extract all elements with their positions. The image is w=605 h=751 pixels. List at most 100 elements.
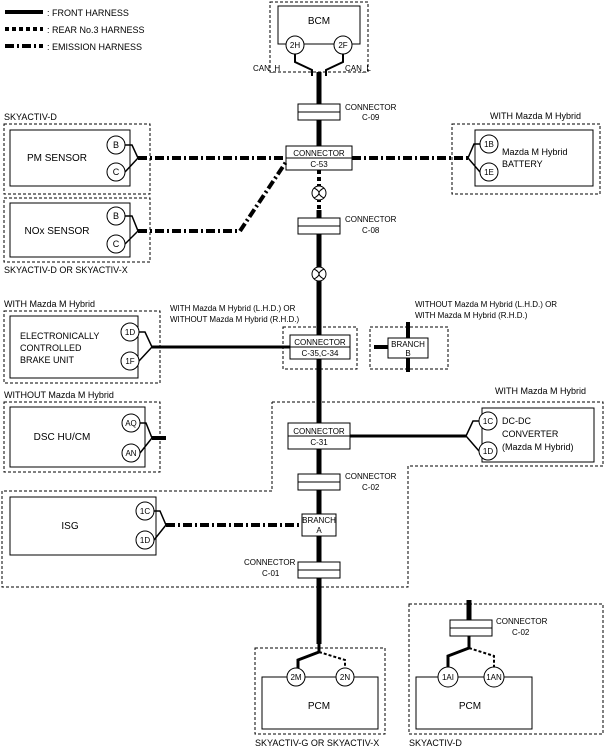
connector-c02-d-label: CONNECTOR [496,617,548,626]
bcm-pin-2f-label: 2F [338,41,347,50]
skyactiv-d-top-label: SKYACTIV-D [4,112,57,122]
branch-b-note-line2: WITH Mazda M Hybrid (R.H.D.) [415,311,528,320]
branch-a-id: A [316,526,322,535]
isg-group: ISG 1C 1D [9,496,302,556]
brake-pin-1f-label: 1F [125,357,134,366]
nox-sensor-group: NOx SENSOR B C SKYACTIV-D OR SKYACTIV-X [3,160,288,275]
connector-c01: CONNECTOR C-01 [244,558,341,579]
connector-c31-label: CONNECTOR [293,427,345,436]
dcdc-pin-1c-label: 1C [483,417,493,426]
connector-c02-id: C-02 [362,483,380,492]
with-hybrid-dcdc-label: WITH Mazda M Hybrid [495,386,586,396]
pcm-d-pin-1ai-label: 1AI [442,673,454,682]
pcm-d-label: PCM [459,701,481,712]
connector-c53-id: C-53 [310,160,328,169]
dsc-group: WITHOUT Mazda M Hybrid DSC HU/CM AQ AN [3,390,166,473]
skyactiv-d-x-label: SKYACTIV-D OR SKYACTIV-X [4,265,128,275]
pm-sensor-pin-c-label: C [113,167,120,177]
battery-label-line2: BATTERY [502,159,543,169]
battery-label-line1: Mazda M Hybrid [502,147,568,157]
pm-sensor-pin-b-label: B [113,140,119,150]
pcm-d-pin-1ai [437,666,459,688]
brake-label-line3: BRAKE UNIT [20,355,75,365]
pm-sensor-group: SKYACTIV-D PM SENSOR B C [3,112,286,195]
connector-c02: CONNECTOR C-02 [297,472,397,492]
connector-c02-d-id: C-02 [512,628,530,637]
dcdc-group: DC-DC CONVERTER (Mazda M Hybrid) 1C 1D [350,407,595,463]
without-hybrid-dsc-label: WITHOUT Mazda M Hybrid [4,390,114,400]
nox-sensor-emission-wire [138,160,288,233]
pcm-g-group: 2M 2N PCM SKYACTIV-G OR SKYACTIV-X [254,644,386,748]
branch-b-id: B [405,349,410,358]
nox-sensor-pin-c-label: C [113,239,120,249]
with-hybrid-top-label: WITH Mazda M Hybrid [490,111,581,121]
branch-b: BRANCH B [369,322,449,372]
connector-c31-id: C-31 [310,438,328,447]
battery-pin-1b-label: 1B [484,140,494,149]
pcm-d-pin-1an [483,666,505,688]
connector-c08-id: C-08 [362,226,380,235]
brake-label-line2: CONTROLLED [20,343,82,353]
dcdc-label-line3: (Mazda M Hybrid) [502,442,574,452]
connector-c53-label: CONNECTOR [293,149,345,158]
can-h-wire [294,54,313,76]
bcm-dashed-box [269,1,369,73]
twisted-pair-symbol-2 [311,266,327,282]
pcm-g-pin-2m [286,667,306,687]
pcm-g-group-label: SKYACTIV-G OR SKYACTIV-X [255,738,379,748]
pcm-g-pin-2n-label: 2N [340,673,350,682]
legend: : FRONT HARNESS : REAR No.3 HARNESS : EM… [5,8,145,52]
battery-pin-1e-label: 1E [484,168,494,177]
pcm-d-group: CONNECTOR C-02 1AI 1AN PCM SKYACTIV-D [408,600,604,748]
connector-c09: CONNECTOR C-09 [297,103,397,122]
connector-c02-label: CONNECTOR [345,472,397,481]
connector-c08-label: CONNECTOR [345,215,397,224]
brake-pin-1d-label: 1D [125,328,135,337]
connector-c31: CONNECTOR C-31 [287,422,351,450]
pcm-g-label: PCM [308,701,330,712]
connector-c09-id: C-09 [362,113,380,122]
branch-b-note-line1: WITHOUT Mazda M Hybrid (L.H.D.) OR [415,300,557,309]
bcm-box [277,5,361,45]
isg-pin-1c-label: 1C [140,507,150,516]
brake-label-line1: ELECTRONICALLY [20,331,99,341]
connector-c35-id: C-35,C-34 [302,349,339,358]
nox-sensor-label: NOx SENSOR [24,226,89,237]
can-l-label: CAN_L [345,64,371,73]
c35-note-line1: WITH Mazda M Hybrid (L.H.D.) OR [170,304,296,313]
branch-a-label: BRANCH [302,516,336,525]
branch-a: BRANCH A [301,513,337,537]
bcm-group: BCM 2H 2F CAN_H CAN_L [253,1,371,76]
branch-b-label: BRANCH [391,340,425,349]
with-hybrid-brake-label: WITH Mazda M Hybrid [4,299,95,309]
bcm-label: BCM [308,16,330,27]
isg-label: ISG [61,521,78,532]
dsc-pin-an-label: AN [125,449,136,458]
pcm-d-group-label: SKYACTIV-D [409,738,462,748]
hybrid-region: WITH Mazda M Hybrid [1,386,604,588]
dsc-label: DSC HU/CM [34,432,91,443]
connector-c01-id: C-01 [262,569,280,578]
nox-sensor-pin-b-label: B [113,211,119,221]
battery-group: WITH Mazda M Hybrid Mazda M Hybrid BATTE… [352,111,601,195]
connector-c53: CONNECTOR C-53 [285,145,353,171]
can-l-wire [325,54,344,76]
connector-c01-label: CONNECTOR [244,558,296,567]
pcm-d-pin-1an-label: 1AN [486,673,502,682]
connector-c35: CONNECTOR C-35,C-34 [282,326,358,370]
bcm-pin-2h-label: 2H [290,41,300,50]
dcdc-pin-1d-label: 1D [483,447,493,456]
dcdc-label-line1: DC-DC [502,416,531,426]
can-h-label: CAN_H [253,64,280,73]
isg-pin-1d-label: 1D [140,536,150,545]
pcm-g-pin-2m-label: 2M [290,673,301,682]
legend-front-label: : FRONT HARNESS [47,8,129,18]
pcm-g-pin-2n [335,667,355,687]
c35-note-line2: WITHOUT Mazda M Hybrid (R.H.D.) [170,315,300,324]
connector-c35-label: CONNECTOR [294,338,346,347]
connector-c09-label: CONNECTOR [345,103,397,112]
dcdc-label-line2: CONVERTER [502,429,559,439]
pm-sensor-label: PM SENSOR [27,153,87,164]
legend-emission-label: : EMISSION HARNESS [47,42,142,52]
